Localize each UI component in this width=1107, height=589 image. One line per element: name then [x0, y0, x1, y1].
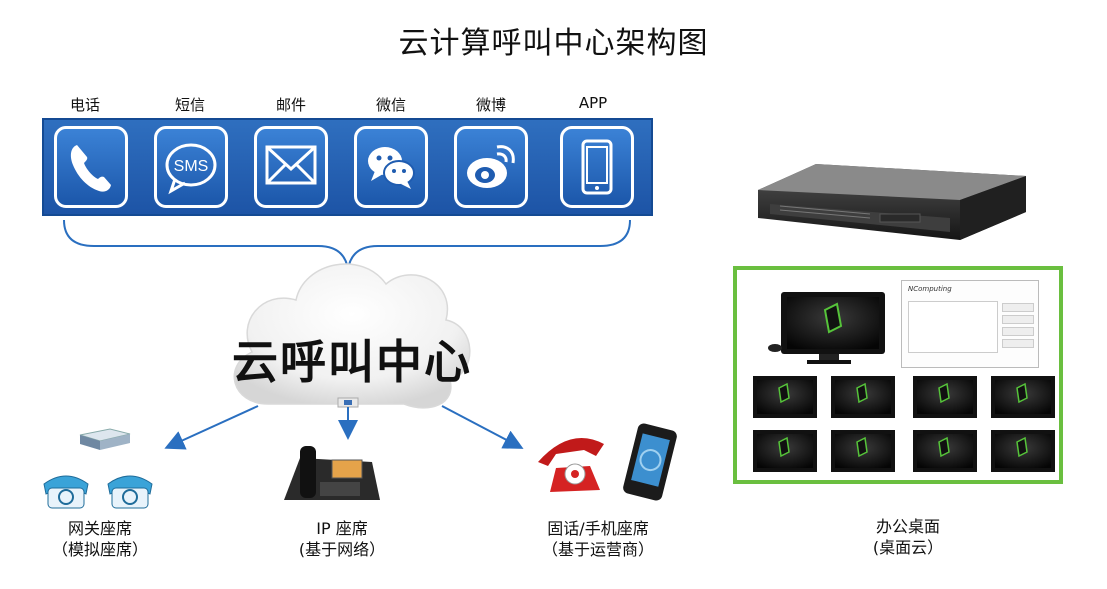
mail-icon: [254, 126, 328, 208]
desktop-cloud-frame: NComputing: [733, 266, 1063, 484]
ncomputing-brand: NComputing: [908, 285, 952, 293]
channel-label-weibo: 微博: [475, 96, 506, 114]
arrow-to-fixed-mobile: [441, 405, 524, 449]
channel-brace: [63, 219, 631, 271]
fixed-mobile-seat-subtitle: （基于运营商）: [541, 540, 654, 559]
red-phone-icon: [538, 438, 604, 492]
channel-label-phone: 电话: [69, 96, 100, 114]
mobile-phone-icon: [623, 423, 677, 501]
panel-button: [1002, 303, 1034, 312]
smartphone-icon: [560, 126, 634, 208]
fixed-mobile-seat-caption: 固话/手机座席 （基于运营商）: [508, 518, 688, 560]
ip-seat-subtitle: (基于网络）: [298, 540, 386, 559]
channel-label-wechat: 微信: [375, 96, 406, 114]
monitor-icon: [753, 376, 817, 418]
wechat-icon: [354, 126, 428, 208]
fixed-mobile-seat-title: 固话/手机座席: [547, 519, 649, 538]
weibo-icon: [454, 126, 528, 208]
panel-button: [1002, 315, 1034, 324]
gateway-seat-subtitle: （模拟座席）: [51, 540, 148, 559]
channel-label-mail: 邮件: [275, 96, 306, 114]
channel-label-sms: 短信: [174, 96, 205, 114]
gateway-box-icon: [79, 428, 131, 450]
panel-button: [1002, 327, 1034, 336]
analog-phone-icon: [107, 475, 153, 509]
monitor-icon: [913, 376, 977, 418]
monitor-icon: [831, 376, 895, 418]
monitor-grid: [753, 376, 1055, 472]
connection-list: [908, 301, 998, 353]
ip-seat-caption: IP 座席 (基于网络）: [262, 518, 422, 560]
terminal-monitors: [753, 292, 1055, 472]
monitor-icon: [991, 430, 1055, 472]
ip-seat-title: IP 座席: [316, 519, 368, 538]
desktop-cloud-subtitle: (桌面云）: [872, 538, 944, 557]
gateway-seat-caption: 网关座席 （模拟座席）: [20, 518, 180, 560]
monitor-icon: [831, 430, 895, 472]
analog-phone-icon: [43, 475, 89, 509]
monitor-icon: [991, 376, 1055, 418]
sms-icon: SMS: [154, 126, 228, 208]
gateway-seat-title: 网关座席: [67, 519, 132, 538]
ip-phone-icon: [284, 446, 380, 500]
cloud-shape: [233, 263, 471, 409]
cloud-label: 云呼叫中心: [232, 335, 472, 389]
monitor-icon: [768, 292, 885, 364]
sms-icon-text: SMS: [174, 158, 209, 175]
monitor-icon: [753, 430, 817, 472]
diagram-title: 云计算呼叫中心架构图: [398, 26, 709, 61]
channel-label-app: APP: [578, 94, 608, 112]
monitor-icon: [913, 430, 977, 472]
rack-server-icon: [758, 164, 1026, 240]
desktop-cloud-title: 办公桌面: [875, 517, 940, 536]
channel-bar: SMS: [42, 118, 653, 216]
ncomputing-screenshot: NComputing: [901, 280, 1039, 368]
desktop-cloud-caption: 办公桌面 (桌面云）: [828, 516, 988, 558]
arrow-to-gateway: [164, 405, 259, 450]
phone-icon: [54, 126, 128, 208]
panel-button: [1002, 339, 1034, 348]
